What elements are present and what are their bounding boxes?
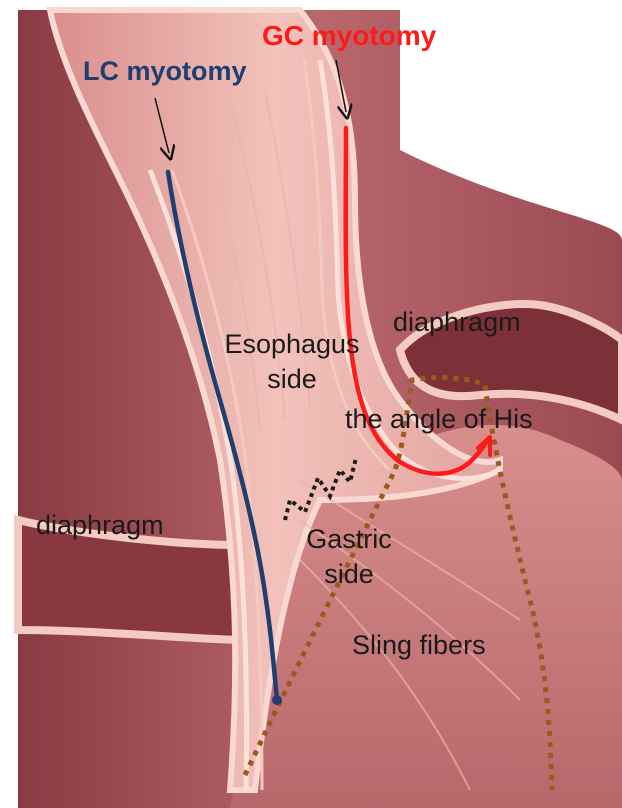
gastric-side-line2: side — [290, 557, 408, 592]
diaphragm-right-label: diaphragm — [393, 307, 521, 338]
gastric-side-line1: Gastric — [290, 522, 408, 557]
angle-of-his-label: the angle of His — [345, 404, 533, 435]
esophagus-side-label: Esophagus side — [209, 327, 375, 396]
gastric-side-label: Gastric side — [290, 522, 408, 591]
gc-myotomy-label: GC myotomy — [262, 20, 436, 52]
esophagus-side-line2: side — [209, 362, 375, 397]
diaphragm-left-label: diaphragm — [36, 510, 164, 541]
lc-myotomy-endpoint — [272, 695, 282, 705]
esophagus-side-line1: Esophagus — [209, 327, 375, 362]
sling-fibers-label: Sling fibers — [352, 630, 486, 661]
lc-myotomy-label: LC myotomy — [83, 56, 247, 87]
